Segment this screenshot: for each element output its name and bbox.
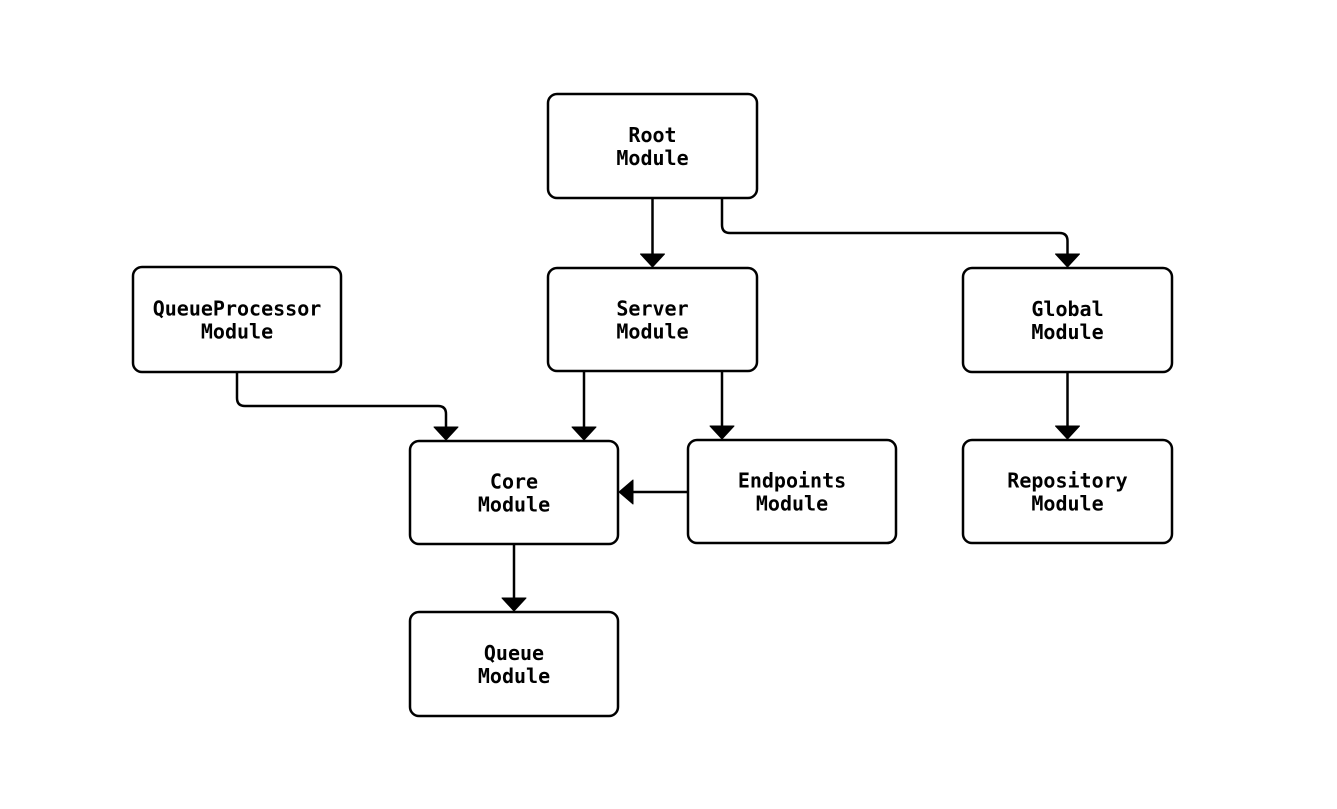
node-label-line1: Root bbox=[628, 123, 676, 147]
arrowhead-endpoints-to-core bbox=[618, 479, 634, 505]
node-label-line1: Core bbox=[490, 470, 538, 494]
node-label-line2: Module bbox=[1031, 320, 1103, 344]
node-label-line2: Module bbox=[616, 146, 688, 170]
arrowhead-core-to-queue bbox=[501, 597, 527, 612]
node-label-line1: Queue bbox=[484, 641, 544, 665]
arrowhead-server-to-endpoints bbox=[709, 425, 735, 440]
node-label-line2: Module bbox=[201, 320, 273, 344]
node-label-line2: Module bbox=[478, 664, 550, 688]
node-box-server bbox=[546, 266, 759, 373]
node-label-line2: Module bbox=[756, 492, 828, 516]
node-label-line1: Global bbox=[1031, 297, 1103, 321]
node-label-line1: Server bbox=[616, 297, 688, 321]
node-box-core bbox=[408, 439, 620, 546]
node-box-root bbox=[546, 92, 759, 200]
arrowhead-server-to-core bbox=[571, 426, 597, 441]
node-label-line1: QueueProcessor bbox=[153, 297, 322, 321]
node-label-line1: Endpoints bbox=[738, 469, 846, 493]
node-label-line2: Module bbox=[1031, 492, 1103, 516]
edge-queueprocessor-to-core bbox=[235, 372, 448, 428]
node-label-line2: Module bbox=[478, 493, 550, 517]
node-box-queue bbox=[408, 610, 620, 718]
node-box-repository bbox=[961, 438, 1174, 545]
arrowhead-root-to-global bbox=[1055, 253, 1080, 268]
edge-root-to-global bbox=[720, 198, 1069, 254]
node-label-line1: Repository bbox=[1007, 469, 1127, 493]
arrowhead-global-to-repository bbox=[1055, 425, 1080, 440]
arrowhead-root-to-server bbox=[640, 253, 665, 268]
arrowhead-queueprocessor-to-core bbox=[433, 426, 459, 441]
node-box-endpoints bbox=[686, 438, 898, 545]
node-box-global bbox=[961, 266, 1174, 374]
node-label-line2: Module bbox=[616, 320, 688, 344]
node-box-queueprocessor bbox=[131, 265, 343, 374]
